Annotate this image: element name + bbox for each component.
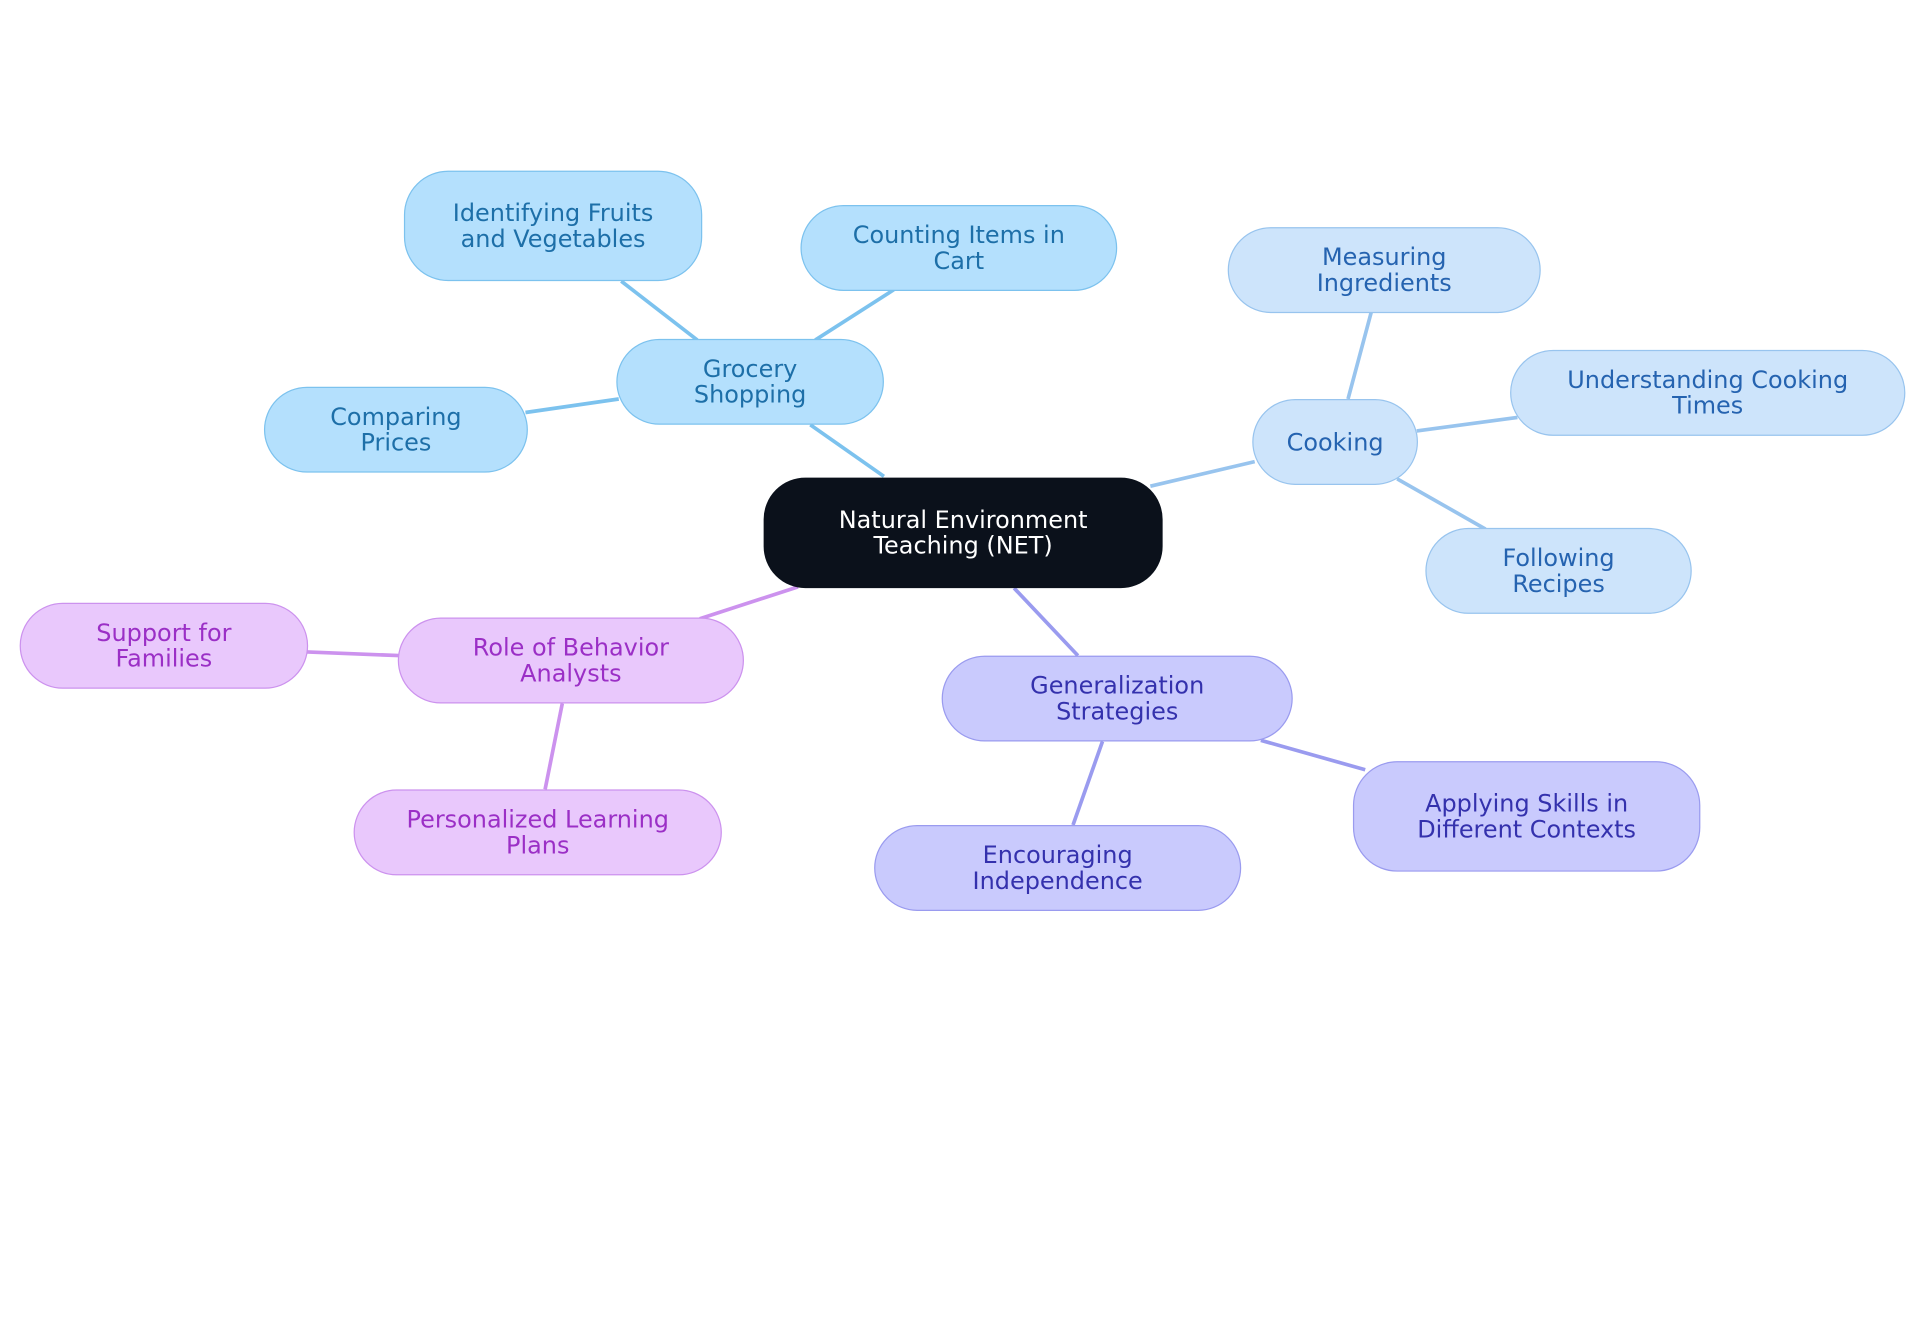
node-label: Encouraging Independence: [972, 840, 1143, 895]
node-encouraging-independence: Encouraging Independence: [874, 825, 1242, 911]
node-cooking-times: Understanding Cooking Times: [1510, 349, 1906, 436]
edge-cooking-measuring: [1346, 311, 1374, 400]
edge-root-generalization: [1012, 586, 1080, 657]
node-applying-skills: Applying Skills in Different Contexts: [1352, 761, 1701, 872]
connector-lines: [306, 279, 1518, 826]
node-generalization-strategies: Generalization Strategies: [941, 655, 1293, 742]
node-label: Understanding Cooking Times: [1567, 365, 1849, 420]
edge-cooking-times: [1416, 415, 1518, 433]
node-identifying-fruits: Identifying Fruits and Vegetables: [403, 170, 703, 282]
node-grocery-shopping: Grocery Shopping: [616, 338, 884, 425]
node-label: Comparing Prices: [330, 402, 462, 457]
root-label: Natural Environment Teaching (NET): [838, 505, 1088, 560]
node-measuring-ingredients: Measuring Ingredients: [1227, 227, 1541, 314]
edge-cooking-recipes: [1396, 477, 1487, 531]
node-label: Cooking: [1286, 427, 1384, 457]
node-label: Counting Items in Cart: [852, 220, 1065, 276]
node-label: Grocery Shopping: [693, 354, 807, 409]
edge-root-cooking: [1149, 459, 1256, 488]
node-support-families: Support for Families: [19, 602, 309, 689]
edge-root-behavior: [699, 585, 799, 621]
node-personalized-plans: Personalized Learning Plans: [353, 789, 722, 876]
root-node: Natural Environment Teaching (NET): [763, 477, 1163, 589]
node-label: Role of Behavior Analysts: [472, 633, 669, 688]
node-following-recipes: Following Recipes: [1425, 527, 1692, 614]
node-comparing-prices: Comparing Prices: [263, 386, 528, 473]
node-label: Applying Skills in Different Contexts: [1417, 789, 1637, 844]
node-label: Identifying Fruits and Vegetables: [452, 198, 654, 253]
edge-generalization-contexts: [1260, 738, 1366, 772]
edge-generalization-independence: [1071, 740, 1105, 826]
node-cooking: Cooking: [1252, 399, 1418, 485]
node-label: Generalization Strategies: [1030, 671, 1205, 726]
edge-behavior-families: [306, 650, 400, 658]
edge-behavior-plans: [543, 703, 565, 790]
edge-grocery-counting: [814, 288, 895, 342]
edge-grocery-fruits: [620, 279, 699, 342]
node-counting-items: Counting Items in Cart: [800, 205, 1118, 291]
node-label: Personalized Learning Plans: [406, 805, 669, 860]
node-label: Following Recipes: [1502, 543, 1615, 598]
node-label: Measuring Ingredients: [1316, 243, 1452, 298]
edge-grocery-prices: [525, 397, 620, 415]
edge-root-grocery: [809, 423, 886, 478]
node-label: Support for Families: [96, 618, 232, 673]
node-behavior-analysts: Role of Behavior Analysts: [397, 617, 744, 704]
